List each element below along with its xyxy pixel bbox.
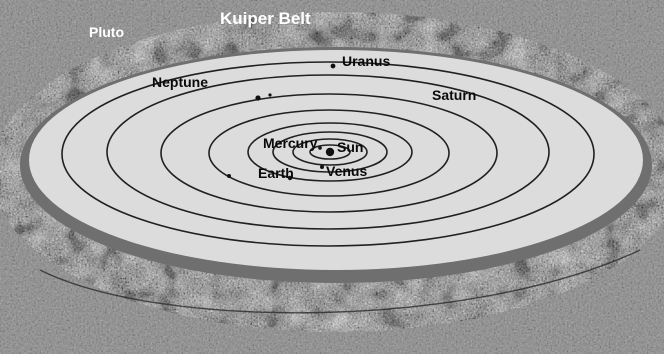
uranus-label: Uranus: [342, 53, 390, 69]
sun-dot: [326, 148, 334, 156]
uranus-dot: [331, 64, 336, 69]
venus-label: Venus: [326, 163, 367, 179]
jupiter-dot: [255, 95, 260, 100]
sun-label: Sun: [337, 139, 363, 155]
mars-dot: [227, 174, 231, 178]
pluto-label: Pluto: [89, 24, 124, 40]
saturn-label: Saturn: [432, 87, 476, 103]
neptune-dot: [268, 93, 271, 96]
mercury-label: Mercury: [263, 135, 317, 151]
kuiper-belt-title: Kuiper Belt: [220, 9, 311, 29]
neptune-label: Neptune: [152, 74, 208, 90]
mercury-dot: [318, 146, 322, 150]
earth-label: Earth: [258, 165, 294, 181]
venus-dot: [320, 165, 324, 169]
inner-disc: [29, 50, 643, 270]
